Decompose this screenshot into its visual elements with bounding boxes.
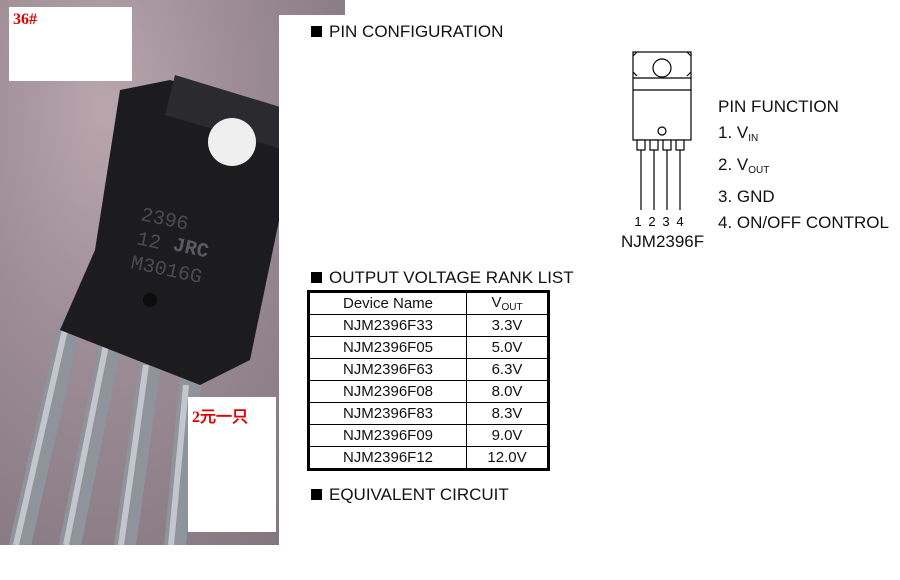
- vout-cell: 9.0V: [466, 424, 549, 447]
- rank-list-heading: OUTPUT VOLTAGE RANK LIST: [311, 268, 574, 288]
- component-body: [60, 75, 300, 385]
- vout-cell: 5.0V: [466, 336, 549, 359]
- device-name-cell: NJM2396F08: [308, 380, 467, 403]
- rank-table: Device Name VOUT NJM2396F33 3.3V NJM2396…: [307, 290, 550, 471]
- table-row: NJM2396F12 12.0V: [308, 446, 549, 470]
- table-row: NJM2396F08 8.0V: [308, 380, 549, 403]
- vout-cell: 8.0V: [466, 380, 549, 403]
- pin-number-1: 1: [634, 214, 641, 229]
- svg-text:12: 12: [135, 228, 163, 255]
- product-photo: 2396 12 JRC M3016G 36# 2元一只: [0, 0, 345, 545]
- pin-function-item: 3. GND: [718, 187, 775, 206]
- component-illustration: 2396 12 JRC M3016G: [9, 75, 300, 545]
- device-name-cell: NJM2396F83: [308, 402, 467, 425]
- vout-cell: 8.3V: [466, 402, 549, 425]
- square-bullet-icon: [311, 489, 322, 500]
- pin-number-3: 3: [662, 214, 669, 229]
- table-row: NJM2396F05 5.0V: [308, 336, 549, 359]
- column-header-device: Device Name: [308, 291, 467, 315]
- device-name-cell: NJM2396F05: [308, 336, 467, 359]
- pin-number-2: 2: [648, 214, 655, 229]
- package-diagram: 1 2 3 4: [632, 51, 692, 229]
- table-header-row: Device Name VOUT: [308, 291, 549, 315]
- table-row: NJM2396F63 6.3V: [308, 358, 549, 381]
- pin-function-item: 2. VOUT: [718, 155, 770, 176]
- item-number-label: 36#: [9, 7, 132, 81]
- pin-function-title: PIN FUNCTION: [718, 97, 839, 116]
- table-row: NJM2396F83 8.3V: [308, 402, 549, 425]
- vout-cell: 12.0V: [466, 446, 549, 470]
- square-bullet-icon: [311, 272, 322, 283]
- price-label: 2元一只: [188, 397, 276, 532]
- equivalent-circuit-heading: EQUIVALENT CIRCUIT: [311, 485, 509, 505]
- square-bullet-icon: [311, 26, 322, 37]
- device-name-cell: NJM2396F09: [308, 424, 467, 447]
- pin-function-item: 1. VIN: [718, 123, 759, 144]
- package-name: NJM2396F: [621, 232, 705, 251]
- vout-cell: 3.3V: [466, 314, 549, 337]
- pin-number-4: 4: [676, 214, 683, 229]
- device-name-cell: NJM2396F12: [308, 446, 467, 470]
- pin-function-block: PIN FUNCTION 1. VIN 2. VOUT 3. GND 4. ON…: [718, 94, 889, 236]
- device-name-cell: NJM2396F33: [308, 314, 467, 337]
- table-row: NJM2396F33 3.3V: [308, 314, 549, 337]
- column-header-vout: VOUT: [466, 291, 549, 315]
- device-name-cell: NJM2396F63: [308, 358, 467, 381]
- pin1-marker-icon: [657, 126, 667, 136]
- mounting-hole-icon: [652, 58, 672, 78]
- component-leads: [9, 314, 201, 545]
- vout-cell: 6.3V: [466, 358, 549, 381]
- table-row: NJM2396F09 9.0V: [308, 424, 549, 447]
- pin-configuration-heading: PIN CONFIGURATION: [311, 22, 503, 42]
- pin-function-item: 4. ON/OFF CONTROL: [718, 213, 889, 232]
